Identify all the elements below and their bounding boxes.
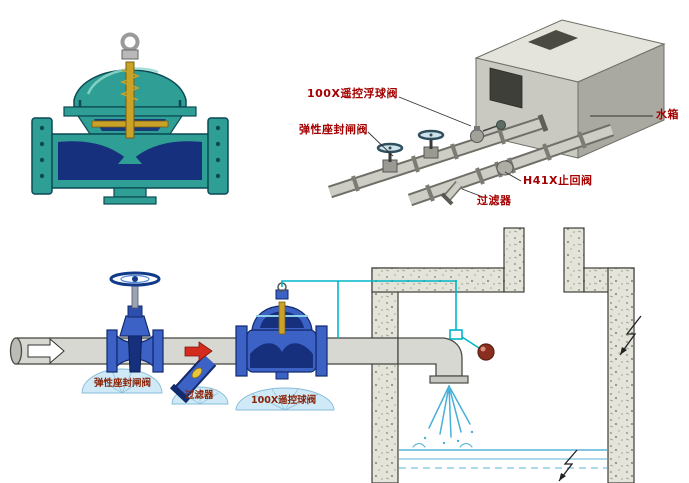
label-iso-check-valve: H41X止回阀 xyxy=(523,174,593,187)
float-ball-icon xyxy=(496,120,506,130)
label-iso-tank: 水箱 xyxy=(656,108,679,121)
iso-gate-valve-1 xyxy=(376,142,404,173)
isometric-installation xyxy=(327,19,666,207)
pilot-valve xyxy=(449,329,463,340)
schematic-strainer xyxy=(169,354,217,404)
water-level-lines xyxy=(399,449,607,469)
label-schematic-float-valve: 100X遥控球阀 xyxy=(251,395,317,406)
iso-float-valve xyxy=(470,120,506,143)
red-flow-arrow-icon xyxy=(184,341,213,362)
strainer-screen xyxy=(191,367,203,379)
valve-cutaway-illustration xyxy=(31,32,229,205)
schematic-installation xyxy=(9,227,642,483)
label-schematic-gate-valve: 弹性座封闸阀 xyxy=(94,378,152,389)
schematic-float-valve xyxy=(235,282,328,380)
label-iso-strainer: 过滤器 xyxy=(477,194,512,207)
tank-top-hatch xyxy=(528,30,578,50)
iso-lower-pipe-run xyxy=(407,123,615,207)
iso-strainer xyxy=(440,181,463,206)
valve-stem xyxy=(125,61,135,139)
schematic-gate-valve xyxy=(106,271,164,373)
pilot-tubing xyxy=(281,280,495,361)
water-spray xyxy=(412,385,474,448)
water-level-symbol xyxy=(558,315,642,482)
down-elbow xyxy=(397,337,463,377)
lifting-ring-icon xyxy=(120,32,140,52)
tank-opening xyxy=(489,67,523,109)
iso-check-valve xyxy=(494,157,516,178)
flow-arrow-icon xyxy=(27,337,65,365)
float-ball-icon xyxy=(477,343,495,361)
iso-leader-lines xyxy=(367,96,653,198)
reservoir-tank xyxy=(371,227,635,483)
handwheel-icon xyxy=(109,271,161,287)
iso-gate-valve-2 xyxy=(417,129,445,159)
label-iso-gate-valve: 弹性座封闸阀 xyxy=(299,123,368,136)
label-schematic-strainer: 过滤器 xyxy=(185,390,214,401)
label-iso-float-valve: 100X遥控浮球阀 xyxy=(307,87,398,100)
pipe-opening xyxy=(9,337,23,365)
iso-upper-pipe-run xyxy=(327,114,549,199)
